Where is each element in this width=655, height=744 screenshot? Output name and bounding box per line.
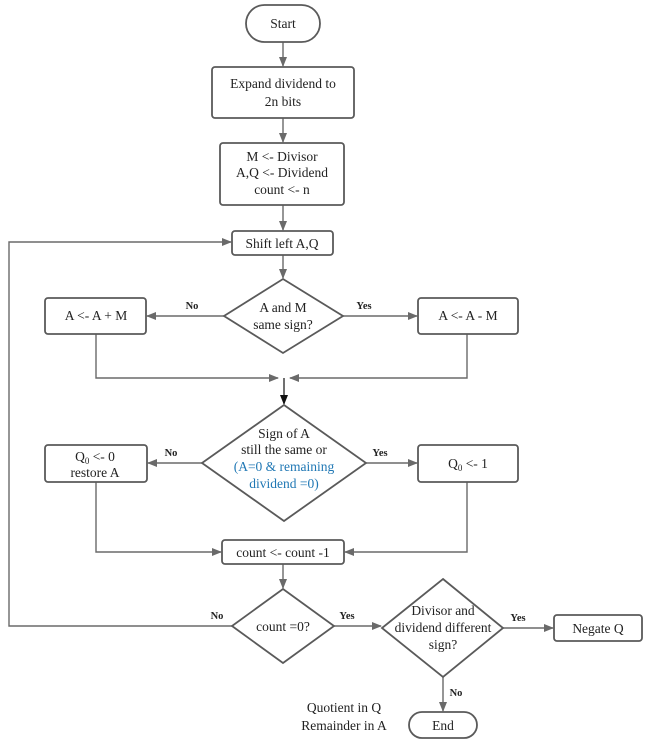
label-count-no: No bbox=[211, 611, 224, 622]
node-q0-one: Q0 <- 1 bbox=[417, 444, 519, 483]
node-init: M <- Divisor A,Q <- Dividend count <- n bbox=[219, 142, 345, 206]
same-sign-line-1: A and M bbox=[259, 300, 306, 315]
sign-check-line-4: dividend =0) bbox=[249, 476, 318, 491]
expand-line-2: 2n bits bbox=[265, 94, 301, 109]
q0-zero-line-1: Q0 <- 0 bbox=[75, 449, 115, 466]
q0-one-q: Q bbox=[448, 456, 458, 471]
q0-one-line-1: Q0 <- 1 bbox=[448, 456, 488, 473]
diff-sign-line-1: Divisor and bbox=[411, 603, 475, 618]
node-shift: Shift left A,Q bbox=[231, 230, 334, 256]
diff-sign-line-3: sign? bbox=[429, 637, 458, 652]
node-count-dec: count <- count -1 bbox=[221, 539, 345, 565]
label-sign-no: No bbox=[165, 448, 178, 459]
sign-check-line-3: (A=0 & remaining bbox=[234, 459, 335, 474]
q0-zero-sub: 0 bbox=[85, 456, 90, 466]
connectors bbox=[8, 42, 554, 712]
edge-add-merge bbox=[95, 334, 279, 382]
start-label: Start bbox=[270, 16, 296, 31]
result-line-1: Quotient in Q bbox=[307, 700, 381, 715]
label-same-no: No bbox=[186, 301, 199, 312]
edge-q0one-countdec bbox=[344, 482, 468, 556]
add-label: A <- A + M bbox=[65, 308, 128, 323]
init-line-3: count <- n bbox=[254, 182, 310, 197]
label-same-yes: Yes bbox=[356, 301, 371, 312]
count-dec-label: count <- count -1 bbox=[236, 545, 329, 560]
q0-zero-rest: <- 0 bbox=[89, 449, 115, 464]
count-zero-label: count =0? bbox=[256, 619, 310, 634]
init-line-2: A,Q <- Dividend bbox=[236, 165, 328, 180]
edge-sub-merge bbox=[289, 334, 468, 382]
same-sign-line-2: same sign? bbox=[253, 317, 313, 332]
edge-countzero-no-loop bbox=[8, 238, 232, 627]
node-same-sign-decision: A and M same sign? bbox=[222, 277, 345, 355]
node-expand: Expand dividend to 2n bits bbox=[211, 66, 355, 119]
init-line-1: M <- Divisor bbox=[246, 149, 318, 164]
label-diff-no: No bbox=[450, 688, 463, 699]
diff-sign-line-2: dividend different bbox=[395, 620, 492, 635]
node-count-zero-decision: count =0? bbox=[230, 587, 336, 665]
node-q0-zero: Q0 <- 0 restore A bbox=[44, 444, 148, 483]
expand-line-1: Expand dividend to bbox=[230, 76, 336, 91]
sign-check-line-2: still the same or bbox=[241, 442, 327, 457]
node-sign-check-decision: Sign of A still the same or (A=0 & remai… bbox=[200, 403, 368, 523]
q0-zero-line-2: restore A bbox=[70, 465, 119, 480]
node-sub: A <- A - M bbox=[417, 297, 519, 335]
label-count-yes: Yes bbox=[339, 611, 354, 622]
node-start: Start bbox=[245, 4, 321, 43]
label-sign-yes: Yes bbox=[372, 448, 387, 459]
node-add: A <- A + M bbox=[44, 297, 147, 335]
result-line-2: Remainder in A bbox=[301, 718, 387, 733]
sign-check-line-1: Sign of A bbox=[258, 426, 310, 441]
end-label: End bbox=[432, 718, 454, 733]
q0-one-sub: 0 bbox=[458, 463, 463, 473]
q0-zero-q: Q bbox=[75, 449, 85, 464]
edge-q0zero-countdec bbox=[95, 482, 222, 556]
node-negate: Negate Q bbox=[553, 614, 643, 642]
sub-label: A <- A - M bbox=[438, 308, 497, 323]
label-diff-yes: Yes bbox=[510, 613, 525, 624]
negate-label: Negate Q bbox=[572, 621, 624, 636]
q0-one-rest: <- 1 bbox=[462, 456, 488, 471]
node-diff-sign-decision: Divisor and dividend different sign? bbox=[380, 577, 505, 679]
shift-label: Shift left A,Q bbox=[245, 236, 318, 251]
node-end: End bbox=[408, 711, 478, 739]
